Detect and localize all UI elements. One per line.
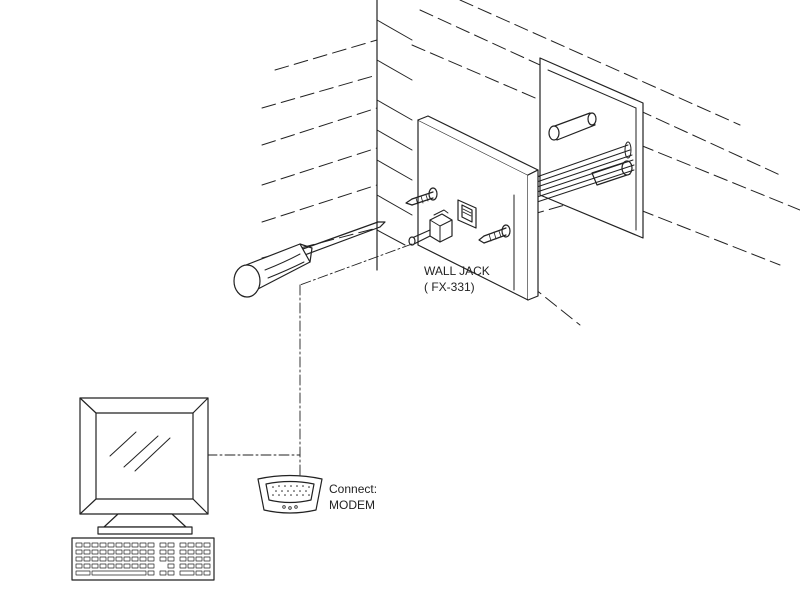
connect-label: Connect: [329,482,378,496]
wall-jack-label: WALL JACK [424,264,490,278]
mounting-screw-lower [478,224,511,244]
mounting-screw-upper [405,187,438,206]
computer-monitor [79,397,209,535]
screwdriver [233,221,386,298]
standoff-post-upper [548,112,597,141]
wall-dashed-lines-left [261,39,378,259]
wall-jack-model-label: ( FX-331) [424,280,475,294]
back-mounting-plate [539,57,644,239]
keyboard [71,537,215,581]
jack-port [457,199,477,229]
wall-hatching [376,19,413,246]
rj11-plug [408,209,453,246]
modem-label: MODEM [329,498,375,512]
cable-bundle [527,141,635,206]
modem-device [257,474,323,514]
phone-cable-path [299,243,413,481]
